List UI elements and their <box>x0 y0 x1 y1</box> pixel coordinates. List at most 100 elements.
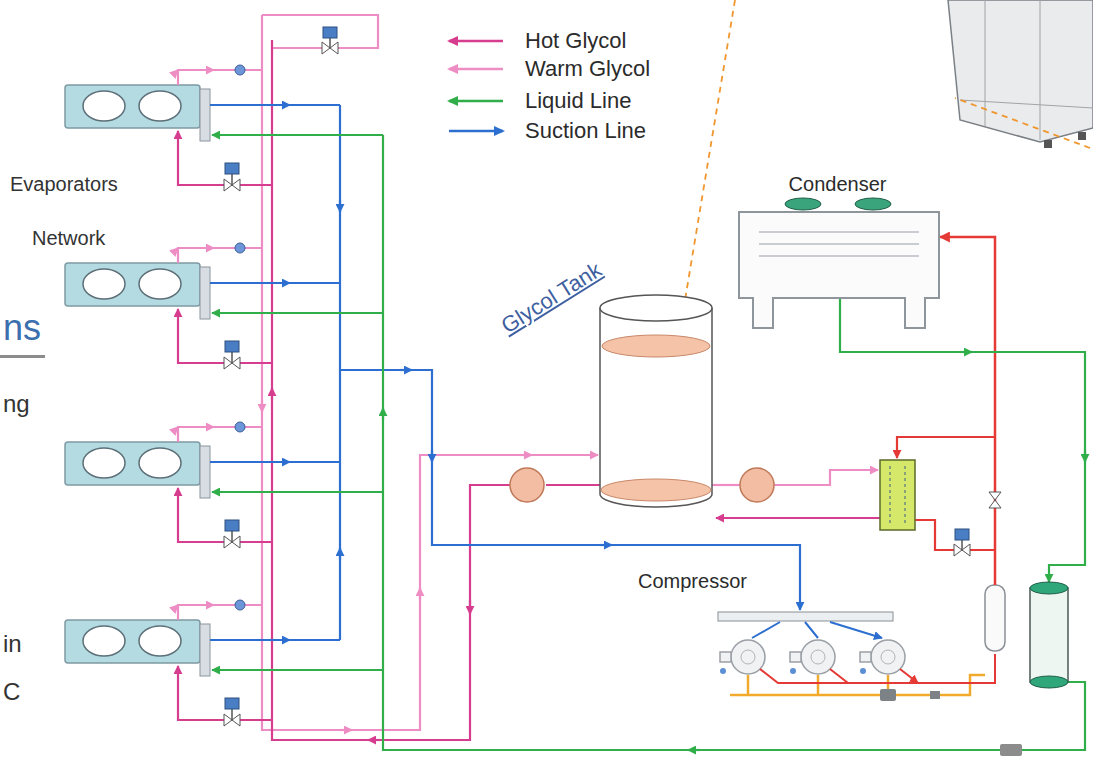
glycol-tank-outline <box>600 308 712 507</box>
callout-leader <box>682 0 735 318</box>
compressor-rack-outline <box>752 622 882 638</box>
compressor-rack-outline <box>718 612 893 621</box>
condenser-unit-outline <box>759 232 919 256</box>
liquid-pipe <box>383 135 1085 750</box>
compressor-rack-outline <box>985 585 1005 651</box>
liquid-pipe <box>960 351 972 353</box>
solenoid-valve <box>954 492 1001 556</box>
unit-cabinet <box>1078 132 1086 140</box>
compressor-rack-outline <box>994 565 997 585</box>
compressor-rack-outline <box>720 668 866 674</box>
group-label: Evaporators <box>10 172 118 196</box>
heat-exchanger <box>880 460 915 530</box>
legend-text: Liquid Line <box>525 87 631 115</box>
warm-glycol-pipe <box>419 588 421 600</box>
suction-pipe <box>340 370 800 610</box>
warm-glycol-pipe <box>261 400 263 412</box>
compressor-rack-outline <box>860 652 871 662</box>
legend-swatch-head <box>447 64 458 74</box>
unit-cabinet <box>948 0 1093 142</box>
hot-glycol-pipe <box>469 600 471 614</box>
warm-glycol-pipe <box>712 484 740 486</box>
condenser-unit-outline <box>785 198 821 210</box>
bypass-valve <box>329 38 331 48</box>
compressor-rack-outline <box>790 668 796 674</box>
hot-gas-pipe <box>897 437 995 458</box>
callout-leader <box>955 98 1090 148</box>
legend-swatch <box>445 55 507 83</box>
compressor-rack-outline <box>730 675 985 695</box>
suction-pipe <box>600 544 612 546</box>
compressor-rack-outline <box>881 650 895 664</box>
bypass-valve <box>323 27 337 38</box>
component-label: Glycol Tank <box>497 257 607 339</box>
compressor-rack-outline <box>811 650 825 664</box>
compressor-rack: Compressor <box>630 565 1015 710</box>
legend-row: Suction Line <box>445 117 566 145</box>
liquid-receiver <box>1000 744 1022 756</box>
compressor-rack-outline <box>871 640 905 674</box>
compressor-rack-outline <box>720 668 726 674</box>
legend: Hot GlycolWarm GlycolLiquid LineSuction … <box>445 0 705 150</box>
hot-gas-connector <box>940 237 995 565</box>
solenoid-valve <box>989 492 1001 508</box>
suction-pipe <box>340 105 800 640</box>
compressor-rack-outline <box>760 654 995 683</box>
compressor-rack-outline <box>741 650 895 664</box>
component-label: Condenser <box>789 172 887 196</box>
legend-row: Warm Glycol <box>445 55 570 83</box>
label-slot: Network <box>32 226 105 250</box>
compressor-rack-outline <box>731 640 765 674</box>
legend-swatch-head <box>494 126 505 136</box>
liquid-pipe <box>688 749 700 751</box>
liquid-pipe <box>1084 450 1086 462</box>
liquid-receiver <box>1030 582 1068 594</box>
suction-pipe <box>339 200 341 212</box>
solenoid-valve <box>955 529 969 540</box>
heat-exchanger <box>905 466 906 524</box>
warm-glycol-pipe <box>340 729 352 731</box>
heading-rule <box>0 355 45 358</box>
unit-cabinet <box>1040 0 1041 140</box>
legend-row: Hot Glycol <box>445 27 546 55</box>
hot-glycol-pipe <box>272 40 510 740</box>
evaporator-unit <box>65 243 383 369</box>
bypass-valve <box>322 42 338 54</box>
hot-glycol-pipe <box>271 388 273 400</box>
component-label: Compressor <box>638 569 747 593</box>
text-fragment: in <box>3 630 22 659</box>
heat-exchanger <box>890 466 891 524</box>
suction-pipe <box>400 369 412 371</box>
legend-row: Liquid Line <box>445 87 551 115</box>
evaporator-unit <box>65 422 383 548</box>
compressor-rack-outline <box>790 652 801 662</box>
legend-text: Warm Glycol <box>525 55 650 83</box>
glycol-pump <box>740 468 774 502</box>
label-slot: ns <box>3 306 41 349</box>
warm-glycol-pipe <box>262 15 878 730</box>
hot-glycol-pipe <box>716 517 880 519</box>
condenser-unit: Condenser <box>735 170 940 330</box>
compressor-rack-outline <box>741 650 755 664</box>
unit-cabinet <box>948 0 1093 148</box>
condenser-unit-outline <box>855 198 891 210</box>
group-label: Network <box>32 226 105 250</box>
evaporator-unit <box>65 600 383 726</box>
legend-text: Hot Glycol <box>525 27 626 55</box>
condenser-unit-outline <box>739 212 939 328</box>
bypass-valve <box>322 27 338 54</box>
glycol-tank-outline <box>601 479 711 501</box>
compressor-rack-outline <box>720 652 731 662</box>
suction-pipe <box>431 450 433 462</box>
glycol-tank-outline <box>600 295 712 321</box>
label-slot: in <box>3 630 22 659</box>
glycol-tank: Glycol Tank <box>485 240 720 515</box>
legend-swatch <box>445 27 507 55</box>
glycol-pump <box>510 468 544 502</box>
liquid-receiver <box>1030 676 1068 688</box>
label-slot: Evaporators <box>10 172 118 196</box>
compressor-rack-outline <box>801 640 835 674</box>
suction-pipe <box>339 105 341 640</box>
unit-cabinet <box>960 100 1093 108</box>
